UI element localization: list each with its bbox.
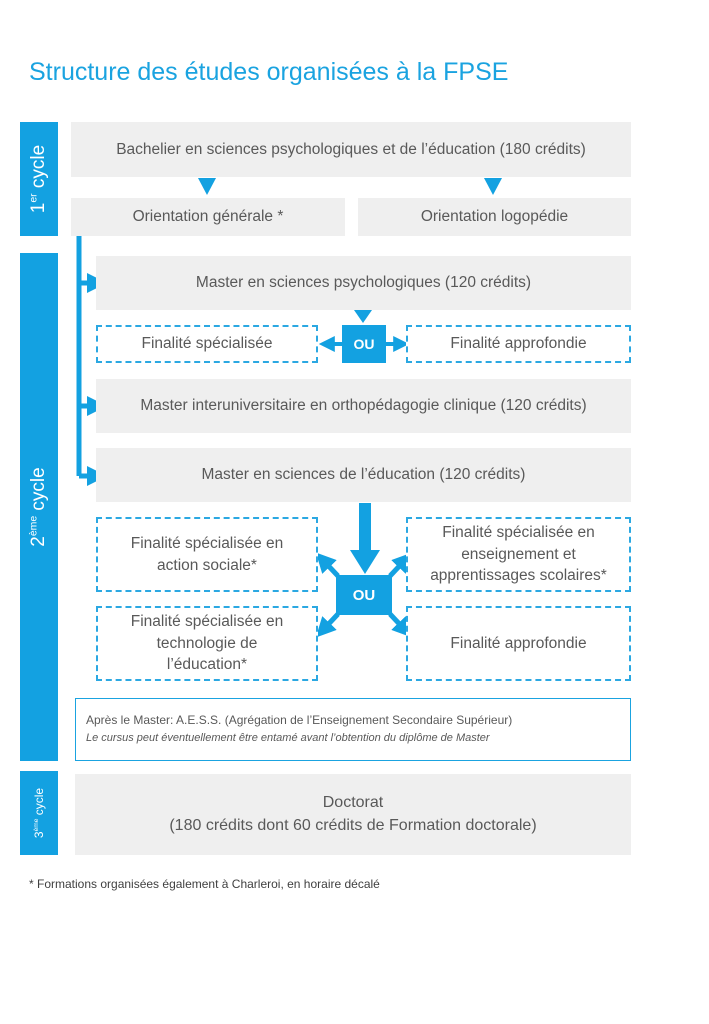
arrow-educ-head (350, 550, 380, 574)
finalite-technologie-line3: l’éducation* (166, 656, 248, 674)
arrow-ou2-bottom-right (388, 612, 413, 638)
finalite-enseignement-line1: Finalité spécialisée en (442, 524, 595, 542)
finalite-enseignement-box: Finalité spécialisée en enseignement et … (406, 517, 631, 592)
finalite-technologie-line1: Finalité spécialisée en (130, 613, 284, 631)
cycle-bar-1: 1er cycle (20, 122, 58, 236)
arrow-educ-shaft (359, 503, 371, 555)
aess-line2: Le cursus peut éventuellement être entam… (86, 731, 490, 744)
ou-badge-educ: OU (336, 575, 392, 615)
master-ortho-box: Master interuniversitaire en orthopédago… (96, 379, 631, 433)
arrow-ou2-bottom-left (315, 612, 340, 638)
arrow-ou2-top-right (388, 552, 413, 578)
finalite-enseignement-line2: enseignement et (461, 545, 576, 563)
finalite-enseignement-line3: apprentissages scolaires* (430, 567, 607, 585)
cycle-label-3: 3ème cycle (32, 787, 46, 839)
arrow-down-left (198, 178, 216, 195)
finalite-action-sociale-line2: action sociale* (157, 556, 257, 574)
page-title: Structure des études organisées à la FPS… (29, 58, 509, 86)
finalite-action-sociale-line1: Finalité spécialisée en (130, 535, 284, 553)
doctorat-line2: (180 crédits dont 60 crédits de Formatio… (169, 816, 537, 834)
arrow-psy-ou (354, 310, 372, 323)
cycle-label-1: 1er cycle (28, 144, 49, 214)
orientation-logopedie-box: Orientation logopédie (358, 198, 631, 236)
bachelier-box: Bachelier en sciences psychologiques et … (71, 122, 631, 177)
orientation-generale-box: Orientation générale * (71, 198, 345, 236)
cycle-label-2: 2ème cycle (28, 467, 49, 547)
footnote: * Formations organisées également à Char… (29, 877, 380, 891)
master-psy-box: Master en sciences psychologiques (120 c… (96, 256, 631, 310)
finalite-approfondie-psy-box: Finalité approfondie (406, 325, 631, 363)
cycle-bar-3: 3ème cycle (20, 771, 58, 855)
aess-box: Après le Master: A.E.S.S. (Agrégation de… (75, 698, 631, 761)
aess-line1: Après le Master: A.E.S.S. (Agrégation de… (86, 713, 513, 727)
master-educ-box: Master en sciences de l’éducation (120 c… (96, 448, 631, 502)
ou-badge-psy: OU (342, 325, 386, 363)
arrow-ou2-top-left (315, 552, 340, 578)
doctorat-line1: Doctorat (322, 794, 384, 812)
finalite-technologie-line2: technologie de (156, 634, 258, 652)
finalite-approfondie-educ-box: Finalité approfondie (406, 606, 631, 681)
finalite-technologie-box: Finalité spécialisée en technologie de l… (96, 606, 318, 681)
finalite-specialisee-psy-box: Finalité spécialisée (96, 325, 318, 363)
cycle-bar-2: 2ème cycle (20, 253, 58, 761)
doctorat-box: Doctorat (180 crédits dont 60 crédits de… (75, 774, 631, 855)
arrow-down-right (484, 178, 502, 195)
finalite-action-sociale-box: Finalité spécialisée en action sociale* (96, 517, 318, 592)
